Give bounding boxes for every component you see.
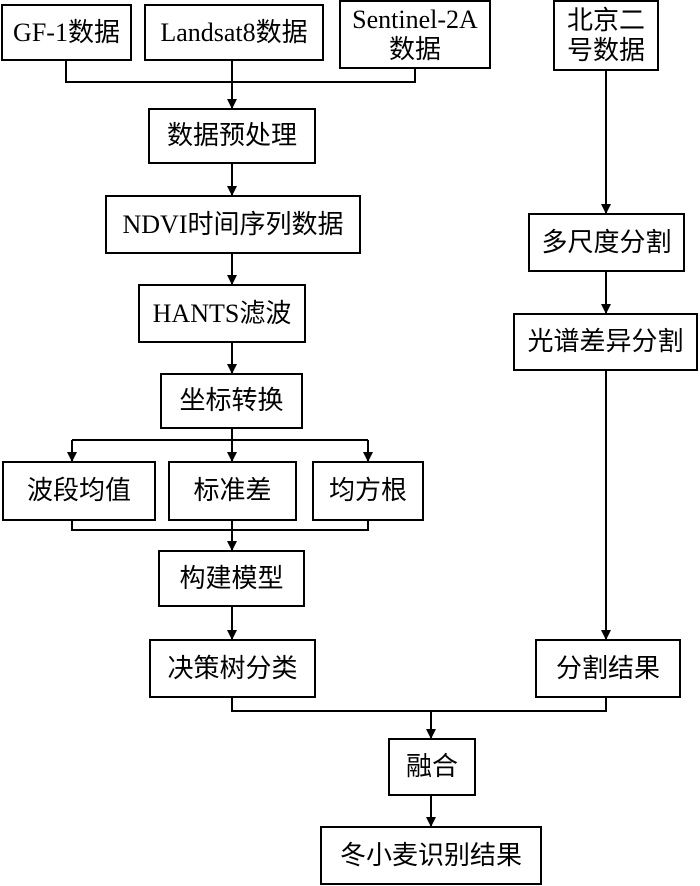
node-seg-result: 分割结果: [535, 639, 681, 698]
node-fusion: 融合: [388, 738, 476, 796]
node-rms: 均方根: [312, 461, 424, 521]
node-spectral-seg: 光谱差异分割: [513, 313, 698, 371]
node-std-dev: 标准差: [168, 461, 297, 521]
node-landsat8-data: Landsat8数据: [144, 4, 324, 61]
node-ndvi-series: NDVI时间序列数据: [105, 195, 361, 254]
node-build-model: 构建模型: [158, 550, 305, 607]
node-preprocess: 数据预处理: [148, 108, 316, 164]
node-final-result: 冬小麦识别结果: [320, 826, 542, 885]
node-beijing2-data: 北京二 号数据: [553, 0, 659, 71]
node-sentinel2a-data: Sentinel-2A 数据: [339, 0, 491, 69]
node-coord-transform: 坐标转换: [160, 373, 303, 429]
node-multiscale-seg: 多尺度分割: [528, 213, 685, 272]
node-decision-tree: 决策树分类: [149, 639, 316, 698]
node-hants-filter: HANTS滤波: [138, 284, 306, 343]
node-band-mean: 波段均值: [2, 461, 156, 521]
node-gf1-data: GF-1数据: [1, 4, 132, 61]
